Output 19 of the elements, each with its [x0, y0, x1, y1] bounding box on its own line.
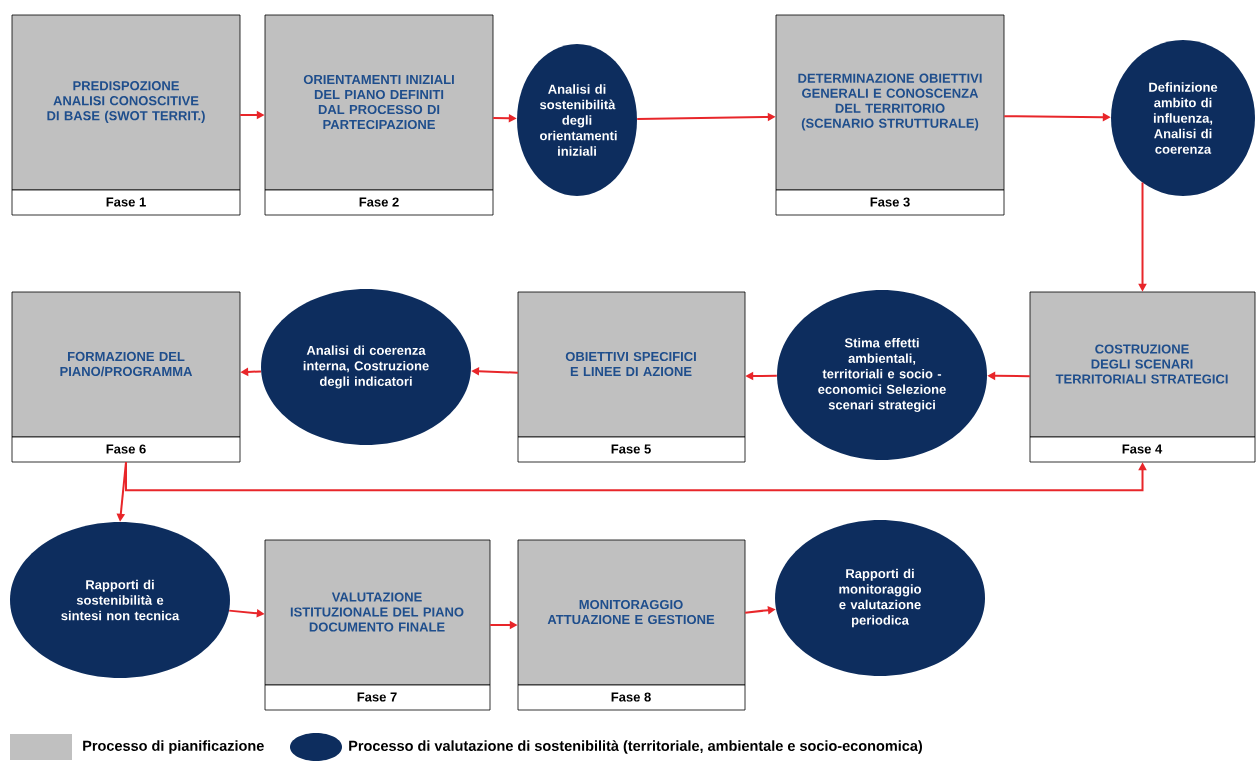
legend-text: Processo di pianificazione	[83, 740, 264, 754]
box-text: OBIETTIVI SPECIFICI E LINEE DI AZIONE	[565, 351, 696, 377]
box-text: COSTRUZIONE DEGLI SCENARI TERRITORIALI STRATEGICI	[1055, 344, 1228, 384]
phase-label: Fase 1	[11, 189, 241, 216]
box-text: MONITORAGGIO ATTUAZIONE E GESTIONE	[547, 599, 715, 625]
box-text: PREDISPOZIONE ANALISI CONOSCITIVE DI BASE (SWOT TERRIT.)	[47, 81, 205, 123]
phase-label: Fase 7	[264, 684, 491, 711]
phase-label: Fase 8	[517, 684, 746, 711]
phase-label: Fase 3	[775, 189, 1005, 216]
phase-label: Fase 5	[517, 436, 746, 463]
phase-label: Fase 6	[11, 436, 241, 463]
phase-label: Fase 4	[1029, 436, 1256, 463]
box-text: ORIENTAMENTI INIZIALI DEL PIANO DEFINITI DAL PROCESSO DI PARTECIPAZIONE	[303, 74, 454, 130]
box-text: FORMAZIONE DEL PIANO/PROGRAMMA	[60, 351, 193, 377]
legend-text: Processo di valutazione di sostenibilità (territoriale, ambientale e socio-economica)	[349, 740, 922, 754]
phase-label: Fase 2	[264, 189, 494, 216]
box-text: DETERMINAZIONE OBIETTIVI GENERALI E CONOSCENZA DEL TERRITORIO (SCENARIO STRUTTURALE)	[798, 73, 982, 131]
box-text: VALUTAZIONE ISTITUZIONALE DEL PIANO DOCUMENTO FINALE	[290, 592, 464, 632]
arrow	[125, 461, 1147, 492]
